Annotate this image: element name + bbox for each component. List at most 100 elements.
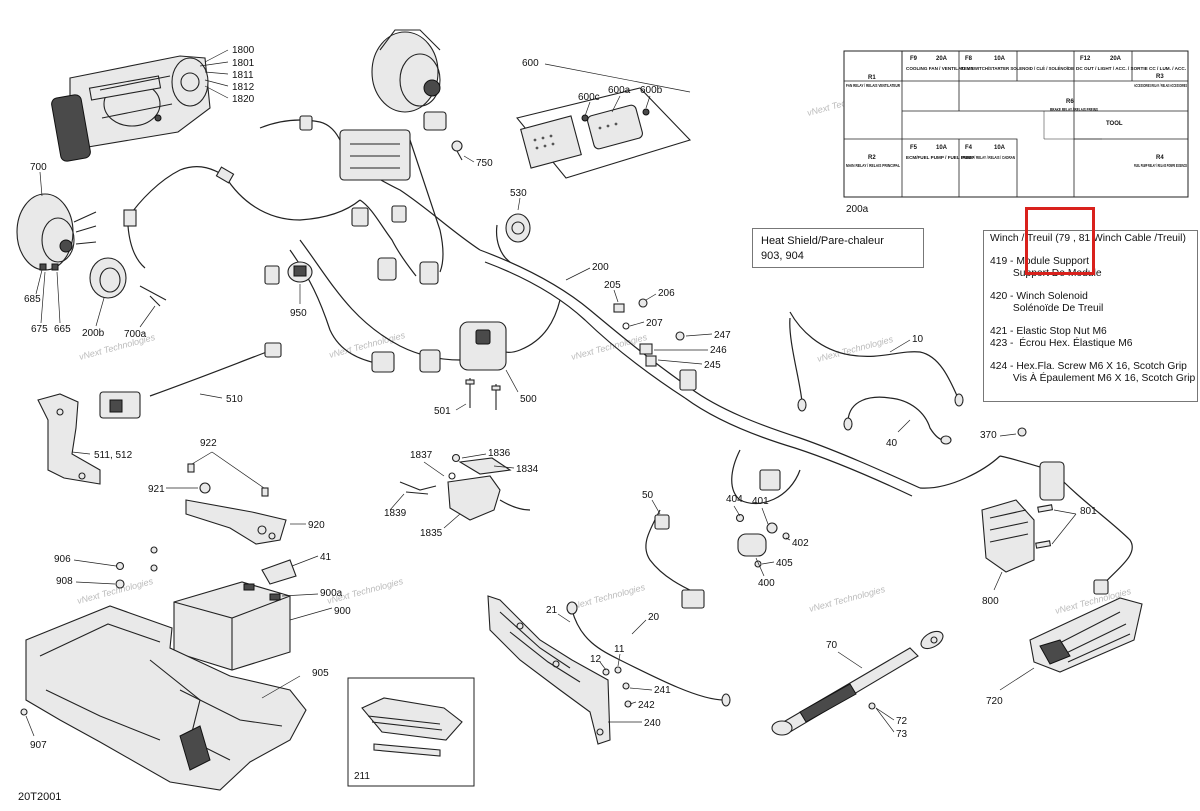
callout-240: 240	[644, 718, 661, 729]
leader-200	[565, 267, 591, 281]
relay-r2-id: R2	[868, 155, 876, 161]
leader-500	[505, 369, 519, 393]
callout-675: 675	[31, 324, 48, 335]
callout-900a: 900a	[320, 588, 343, 599]
fasteners-906-908[interactable]	[115, 546, 158, 589]
callout-1811: 1811	[232, 70, 254, 81]
leader-404	[733, 505, 741, 517]
battery-tray-905[interactable]	[25, 605, 307, 791]
leader-600b	[645, 95, 651, 109]
winch-leaders	[199, 49, 229, 99]
main-harness[interactable]	[123, 111, 1133, 609]
headlight-top[interactable]	[371, 29, 441, 113]
module-800[interactable]	[981, 499, 1054, 573]
clip-907[interactable]	[20, 708, 28, 716]
leader-900a	[281, 593, 319, 597]
callout-1835: 1835	[420, 528, 443, 539]
callout-500: 500	[520, 394, 537, 405]
callout-1812: 1812	[232, 82, 255, 93]
callout-402: 402	[792, 538, 809, 549]
leader-1837	[423, 461, 445, 477]
callout-1837: 1837	[410, 450, 433, 461]
tail-light-720[interactable]	[1029, 597, 1143, 673]
switch-530[interactable]	[505, 213, 531, 243]
winch-cable-70[interactable]	[771, 628, 946, 736]
callout-1820: 1820	[232, 94, 255, 105]
callout-720: 720	[986, 696, 1003, 707]
callout-600: 600	[522, 58, 539, 69]
leader-900	[289, 607, 333, 621]
winch-assembly[interactable]	[51, 55, 211, 162]
callout-200: 200	[592, 262, 609, 273]
leader-750	[463, 155, 475, 163]
leader-40	[897, 419, 911, 433]
fuse-f4-id: F4	[965, 145, 973, 151]
screw-370[interactable]	[1017, 427, 1027, 437]
callout-600a: 600a	[608, 85, 631, 96]
switch-cable-510[interactable]	[99, 342, 282, 419]
fasteners-245-247[interactable]	[639, 331, 685, 367]
bracket-511[interactable]	[37, 393, 101, 485]
bracket-920[interactable]	[185, 463, 287, 545]
winch-legend: Winch / Treuil (79 , 81 Winch Cable /Tre…	[983, 230, 1198, 402]
winch-entry-424-fr: Vis À Épaulement M6 X 16, Scotch Grip	[990, 373, 1196, 384]
relay-r4-id: R4	[1156, 155, 1164, 161]
rear-bracket-240[interactable]	[487, 595, 731, 745]
callout-800: 800	[982, 596, 999, 607]
leader-70	[837, 651, 863, 669]
callout-242: 242	[638, 700, 655, 711]
callout-400: 400	[758, 578, 775, 589]
callout-908: 908	[56, 576, 73, 587]
leader-50	[651, 499, 661, 515]
winch-legend-title: Winch / Treuil (79 , 81 Winch Cable /Tre…	[990, 233, 1186, 244]
callout-401: 401	[752, 496, 769, 507]
fuse-box-diagram: F9 20A COOLING FAN / VENTILATEUR F8 10A …	[843, 50, 1189, 198]
heat-shield-211[interactable]	[361, 697, 463, 757]
relay-r3-id: R3	[1156, 74, 1164, 80]
callout-1801: 1801	[232, 58, 255, 69]
leader-206	[645, 293, 657, 301]
watermark: vNext Technologies	[568, 582, 647, 612]
winch-entry-424: 424 - Hex.Fla. Screw M6 X 16, Scotch Gri…	[990, 361, 1187, 372]
callout-404: 404	[726, 494, 743, 505]
cable-40[interactable]	[843, 396, 952, 445]
bolt-750[interactable]	[451, 140, 463, 161]
watermark: vNext Technologies	[570, 332, 649, 362]
callout-600c: 600c	[578, 92, 600, 103]
callout-1836: 1836	[488, 448, 511, 459]
drawing-code: 20T2001	[18, 791, 62, 803]
headlight-left[interactable]	[16, 193, 167, 307]
callout-501: 501	[434, 406, 451, 417]
leader-10	[889, 339, 911, 353]
key-switch-950[interactable]	[287, 261, 313, 283]
sensor-1835[interactable]	[399, 453, 531, 521]
callout-205: 205	[604, 280, 621, 291]
leader-800	[993, 571, 1003, 591]
heat-shield-note: Heat Shield/Pare-chaleur 903, 904	[752, 228, 924, 268]
fuse-f9-id: F9	[910, 56, 918, 62]
winch-entry-421: 421 - Elastic Stop Nut M6	[990, 326, 1107, 337]
leader-72-73	[875, 707, 895, 733]
callout-12: 12	[590, 654, 602, 665]
leader-600	[544, 63, 691, 93]
relay-r2-desc: MAIN RELAY / RELAIS PRINCIPAL	[846, 163, 900, 168]
relay-r6-desc: BRAKE RELAY / RELAIS FREINS	[1050, 107, 1098, 112]
leader-700a	[139, 305, 156, 328]
actuator-500[interactable]	[459, 321, 507, 410]
cable-10[interactable]	[789, 311, 964, 412]
callout-207: 207	[646, 318, 663, 329]
callout-200a: 200a	[846, 204, 869, 215]
callout-247: 247	[714, 330, 731, 341]
solenoid-400[interactable]	[735, 513, 790, 568]
clip-205[interactable]	[613, 298, 648, 330]
ecm-assembly[interactable]	[516, 87, 692, 179]
battery-900[interactable]	[173, 559, 297, 671]
leader-1836	[461, 453, 487, 459]
fuse-f4-desc: SPEEDO / RELAY / RELAIS / CADRAN	[961, 155, 1015, 160]
callout-50: 50	[642, 490, 654, 501]
callout-700a: 700a	[124, 329, 147, 340]
leader-405	[761, 561, 775, 565]
leader-908	[75, 581, 116, 585]
callout-10: 10	[912, 334, 924, 345]
leader-247	[685, 333, 713, 337]
